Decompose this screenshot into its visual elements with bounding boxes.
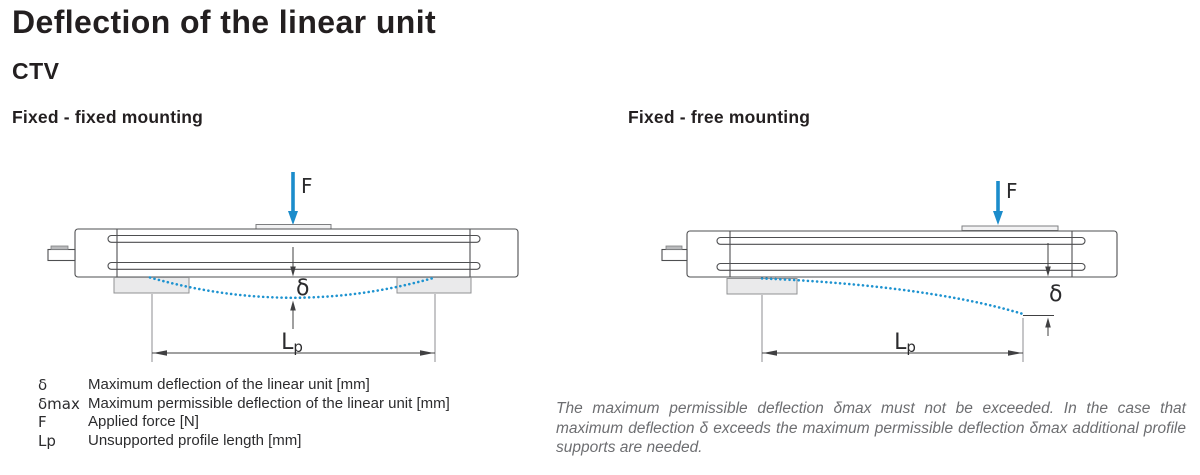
fixed-fixed-diagram: F δ [47,172,519,362]
lp-label: Lp [281,330,303,356]
guide-rail-bottom [716,262,1086,271]
legend-description: Applied force [N] [88,413,199,430]
guide-rail-top [716,236,1086,245]
product-line-label: CTV [12,58,60,84]
support-block-left [726,278,798,295]
permissible-deflection-note: The maximum permissible deflection δmax … [556,400,1186,456]
deflection-dimension [290,247,296,329]
legend-description: Unsupported profile length [mm] [88,431,302,449]
support-block-left [113,277,190,294]
fixed-free-title: Fixed - free mounting [628,107,811,127]
legend-symbol: Lp [38,431,56,450]
legend-symbol: F [38,413,47,431]
lp-dimension [151,294,436,362]
shaft-key [665,245,683,250]
symbol-legend: δ Maximum deflection of the linear unit … [38,377,450,449]
linear-unit-body [661,230,1118,278]
guide-rail-top [107,234,481,243]
drive-shaft [47,248,76,262]
deflection-dimension [1023,243,1054,336]
legend-description: Maximum permissible deflection of the li… [88,394,450,412]
deflection-symbol: δ [296,276,309,301]
lp-label-main: L [281,330,294,355]
legend-symbol: δmax [38,394,80,413]
deflection-curve [760,277,1025,316]
lp-label-main: L [894,330,907,355]
drive-shaft [661,248,688,262]
lp-label: Lp [894,330,916,356]
legend-description: Maximum deflection of the linear unit [m… [88,376,370,393]
lp-label-sub: p [906,338,916,356]
page-title: Deflection of the linear unit [12,4,437,40]
lp-label-sub: p [293,338,303,356]
force-arrow-icon [993,181,1003,225]
legend-symbol: δ [38,376,48,394]
force-label: F [301,174,313,198]
fixed-free-diagram: F δ [661,179,1118,362]
deflection-symbol: δ [1049,282,1062,307]
force-label: F [1006,179,1018,203]
deflection-curve [148,276,437,300]
lp-dimension [761,295,1024,362]
shaft-key [50,245,69,250]
linear-unit-body [47,228,519,278]
carriage-plate [961,225,1059,231]
force-arrow-icon [288,172,298,225]
carriage-plate [255,224,332,230]
support-block-right [396,277,472,294]
fixed-fixed-title: Fixed - fixed mounting [12,107,204,127]
